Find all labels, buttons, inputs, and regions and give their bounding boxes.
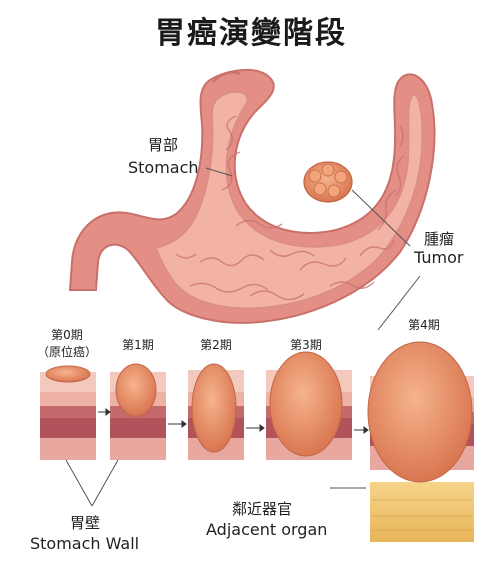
stage-3-label: 第3期 [290,338,322,352]
organ-label-en: Adjacent organ [206,520,328,539]
stage-0-subtitle: （原位癌） [36,345,97,359]
stomach-label-zh: 胃部 [148,136,179,154]
stage-1-wall [110,363,166,460]
stage-2-label: 第2期 [200,338,232,352]
tumor-label-en: Tumor [414,248,464,267]
stage-0-wall [40,365,96,460]
organ-label-zh: 鄰近器官 [232,500,293,518]
adjacent-organ-block [370,482,474,542]
stage-2-wall [188,363,244,460]
stage-4-label: 第4期 [408,318,440,332]
page-title: 胃癌演變階段 [155,16,347,51]
stomach-lining [154,91,423,309]
wall-label-en: Stomach Wall [30,534,140,553]
stage-3-wall [266,351,352,460]
tumor-label-zh: 腫瘤 [424,230,455,248]
leader-lines [65,167,421,507]
stage-arrows [98,408,369,434]
wall-label-zh: 胃壁 [70,514,101,532]
stage-1-label: 第1期 [122,338,154,352]
stomach-tumor [303,161,353,203]
esophagus [212,71,241,83]
stomach-rugae [175,115,405,301]
stage-0-title: 第0期 [51,328,83,342]
stage-4-wall [367,341,474,542]
stage-0-label: 第0期 （原位癌） [32,326,102,360]
stomach-label-en: Stomach [128,158,199,177]
